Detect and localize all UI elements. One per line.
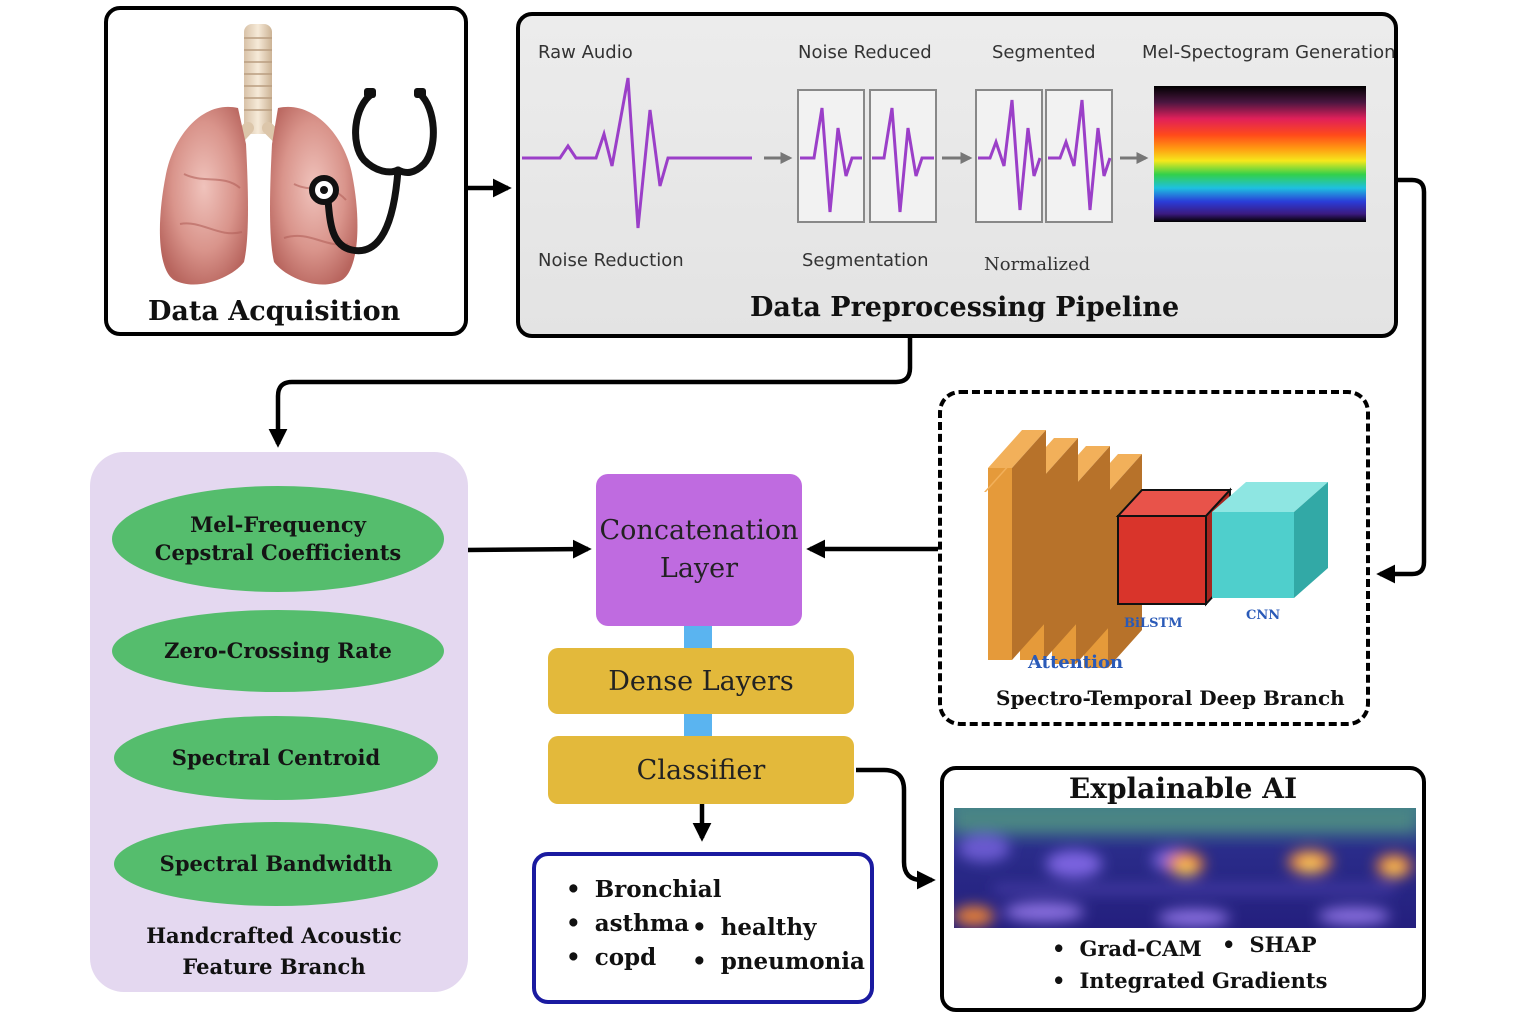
concat-line1: Concatenation <box>599 515 799 546</box>
dense-layers: Dense Layers <box>548 648 854 714</box>
label-raw-audio: Raw Audio <box>538 42 633 63</box>
classifier: Classifier <box>548 736 854 804</box>
pipeline-title: Data Preprocessing Pipeline <box>750 292 1180 323</box>
segmented-frames <box>975 89 1113 223</box>
feature-mfcc: Mel-Frequency Cepstral Coefficients <box>112 486 444 592</box>
acquisition-title: Data Acquisition <box>148 296 401 327</box>
preprocessing-pipeline-box: Raw Audio Noise Reduced Segmented Mel-Sp… <box>516 12 1398 338</box>
feature-spectral-centroid: Spectral Centroid <box>114 716 438 800</box>
lungs-stethoscope-illustration <box>159 24 437 285</box>
arrow-pipeline-to-handcrafted <box>268 338 913 448</box>
connector-dense-classifier <box>684 714 712 736</box>
deep-branch-title: Spectro-Temporal Deep Branch <box>996 686 1345 710</box>
handcrafted-title-line2: Feature Branch <box>182 954 366 979</box>
handcrafted-feature-branch: Mel-Frequency Cepstral Coefficients Zero… <box>90 452 468 992</box>
lungs-icon <box>159 24 358 285</box>
class-bronchial: Bronchial <box>566 876 722 903</box>
deep-branch-illustration <box>984 430 1328 668</box>
label-noise-reduced: Noise Reduced <box>798 42 932 63</box>
xai-method-integrated-gradients: Integrated Gradients <box>1052 968 1327 993</box>
concatenation-layer: Concatenation Layer <box>596 474 802 626</box>
handcrafted-title-line1: Handcrafted Acoustic <box>146 923 402 948</box>
connector-concat-dense <box>684 626 712 648</box>
xai-method-gradcam: Grad-CAM <box>1052 936 1201 961</box>
xai-method-shap: SHAP <box>1222 932 1316 957</box>
class-asthma: asthma <box>566 910 689 937</box>
label-normalized: Normalized <box>984 254 1091 275</box>
saliency-heatmap <box>954 808 1416 928</box>
handcrafted-branch-title: Handcrafted Acoustic Feature Branch <box>90 920 458 982</box>
stethoscope-icon <box>309 90 437 255</box>
label-segmentation: Segmentation <box>802 250 929 271</box>
attention-label: Attention <box>1028 652 1124 673</box>
data-acquisition-box: Data Acquisition <box>104 6 468 336</box>
cnn-block-icon <box>1212 482 1328 598</box>
concat-line2: Layer <box>659 553 739 584</box>
pipeline-waveforms <box>522 77 1366 229</box>
arrow-pipeline-to-deep-branch <box>1376 177 1427 584</box>
xai-title: Explainable AI <box>1068 772 1298 805</box>
explainable-ai-box: Explainable AI <box>940 766 1426 1012</box>
label-noise-reduction: Noise Reduction <box>538 250 684 271</box>
feature-zero-crossing-rate: Zero-Crossing Rate <box>112 610 444 692</box>
spectro-temporal-deep-branch: Attention BiLSTM CNN Spectro-Temporal De… <box>938 390 1370 726</box>
class-copd: copd <box>566 944 657 971</box>
label-mel-generation: Mel-Spectogram Generation <box>1142 42 1396 63</box>
class-healthy: healthy <box>692 914 817 941</box>
cnn-label: CNN <box>1246 608 1281 623</box>
arrow-classifier-to-xai <box>856 767 936 890</box>
arrow-handcrafted-to-concat <box>465 539 592 559</box>
feature-mfcc-line2: Cepstral Coefficients <box>154 540 402 565</box>
label-segmented: Segmented <box>992 42 1096 63</box>
mel-spectrogram <box>1154 86 1366 222</box>
feature-mfcc-line1: Mel-Frequency <box>190 512 366 537</box>
bilstm-label: BiLSTM <box>1124 616 1183 631</box>
class-pneumonia: pneumonia <box>692 948 865 975</box>
feature-spectral-bandwidth: Spectral Bandwidth <box>114 822 438 906</box>
raw-audio-waveform <box>522 77 752 229</box>
output-classes-box: Bronchial asthma copd healthy pneumonia <box>532 852 874 1004</box>
noise-reduced-frames <box>797 89 937 223</box>
